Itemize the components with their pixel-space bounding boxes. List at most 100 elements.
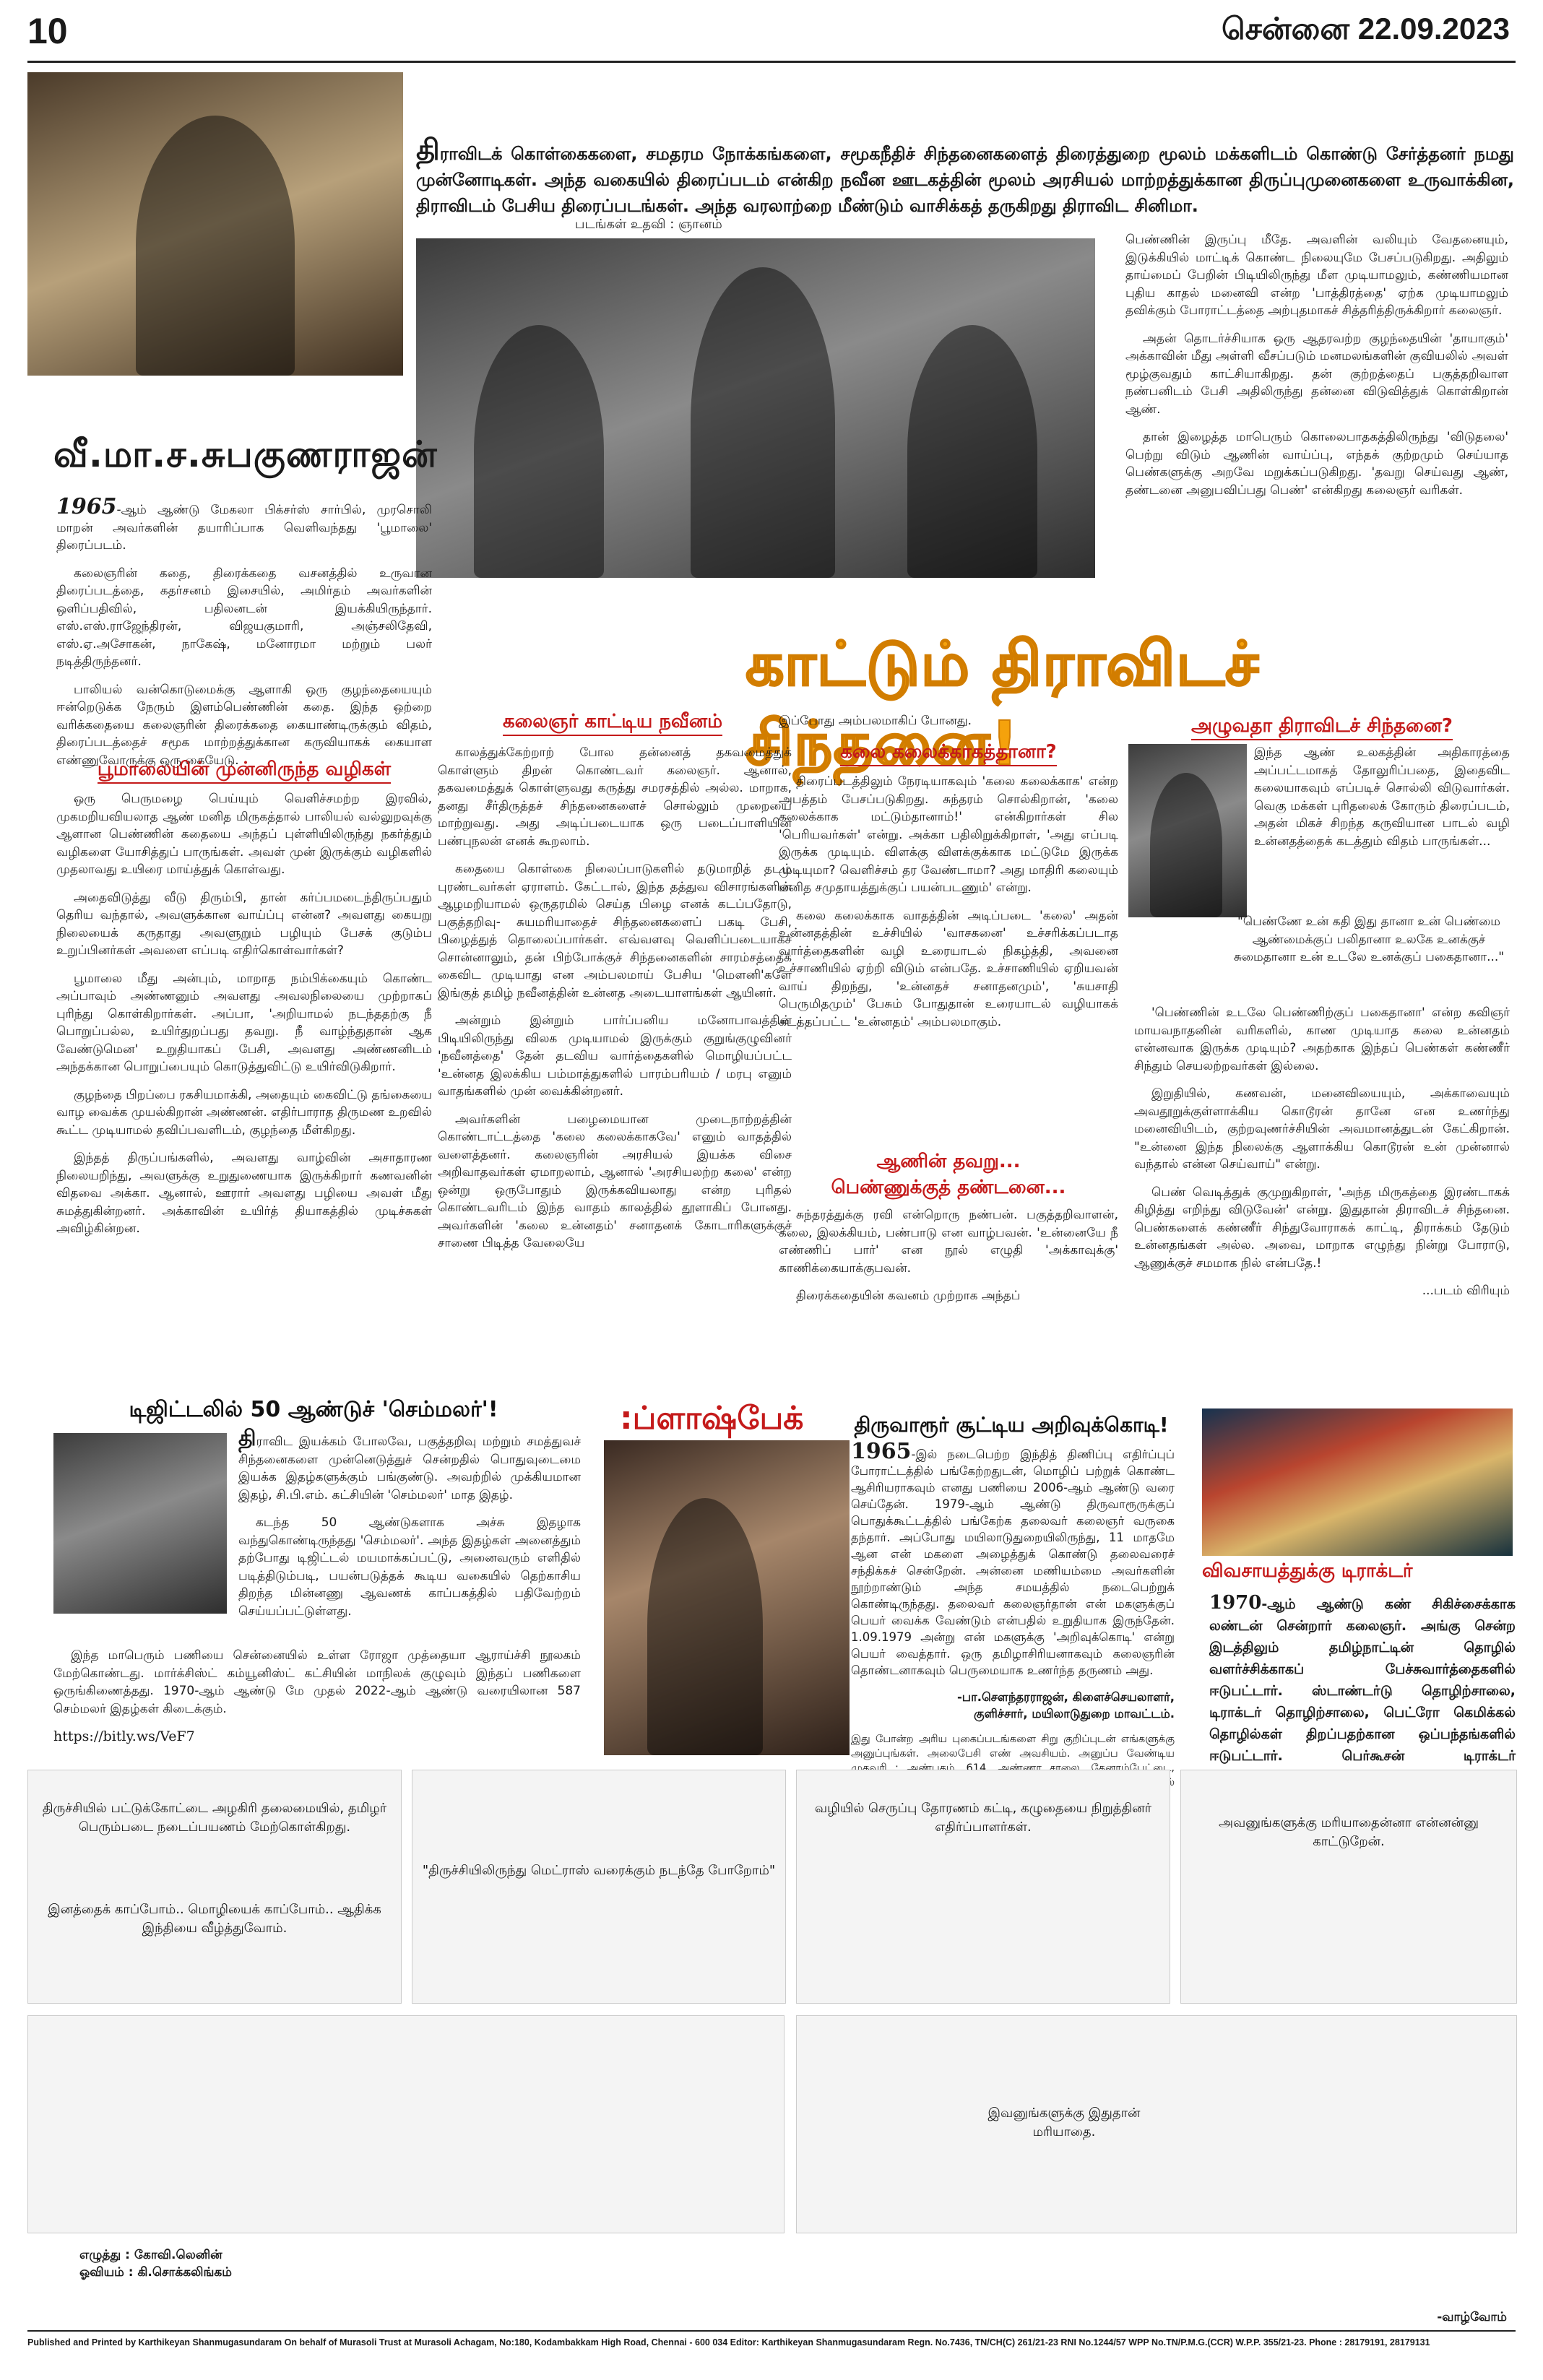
col2-subheading-text: கலைஞர் காட்டிய நவீனம்: [502, 711, 723, 736]
header-rule: [27, 61, 1516, 63]
digital-box-para-2: கடந்த 50 ஆண்டுகளாக அச்சு இதழாக வந்துகொண்…: [238, 1515, 581, 1619]
strip-caption-6: இவனுங்களுக்கு இதுதான் மரியாதை.: [987, 2106, 1141, 2139]
strip-end-credit: -வாழ்வோம்: [1437, 2310, 1507, 2324]
col4-para-1: பெண்ணின் இருப்பு மீதே. அவளின் வலியும் வே…: [1125, 233, 1508, 318]
col3-subheading-text: கலை கலைக்காகத்தானா?: [840, 741, 1057, 766]
thiruvarur-sign-1: -பா.சௌந்தரராஜன், கிளைச்செயலாளர்,: [956, 1690, 1175, 1704]
strip-panel-2: "திருச்சியிலிருந்து மெட்ராஸ் வரைக்கும் ந…: [412, 1770, 786, 2004]
photo-credit: படங்கள் உதவி : ஞானம்: [575, 217, 722, 232]
column-4: பெண்ணின் இருப்பு மீதே. அவளின் வலியும் வே…: [1125, 231, 1508, 509]
column-5-top: இந்த ஆண் உலகத்தின் அதிகாரத்தை அப்பட்டமாக…: [1254, 744, 1510, 860]
thiruvarur-para: 1965-இல் நடைபெற்ற இந்தித் திணிப்பு எதிர்…: [851, 1441, 1175, 1679]
col3-para-2: கலை கலைக்காக வாதத்தின் அடிப்படை 'கலை' அத…: [779, 908, 1118, 1029]
col2-para-2: கதையை கொள்கை நிலைப்பாடுகளில் தடுமாறித் த…: [438, 862, 792, 1000]
col3-para-0: இப்போது அம்பலமாகிப் போனது.: [779, 714, 972, 728]
author-name: வீ.மா.ச.சுபகுணராஜன்: [53, 433, 438, 475]
column-2: காலத்துக்கேற்றாற் போல தன்னைத் தகவமைத்துக…: [438, 744, 792, 1263]
strip-panel-6: இவனுங்களுக்கு இதுதான் மரியாதை.: [796, 2015, 1517, 2233]
strip-caption-3: "திருச்சியிலிருந்து மெட்ராஸ் வரைக்கும் ந…: [422, 1863, 776, 1878]
col5-subheading: அழுவதா திராவிடச் சிந்தனை?: [1134, 715, 1510, 740]
col3-subheading: கலை கலைக்காகத்தானா?: [779, 741, 1118, 766]
flashback-photo: [604, 1440, 850, 1755]
col1-subheading-text: பூமாலையின் முன்னிருந்த வழிகள்: [97, 758, 392, 784]
digital-box-para-1-text: ராவிட இயக்கம் போலவே, பகுத்தறிவு மற்றும் …: [238, 1435, 581, 1502]
col1-para-6: பூமாலை மீது அன்பும், மாறாத நம்பிக்கையும்…: [56, 971, 432, 1075]
column-3-cont: திரைப்படத்திலும் நேரடியாகவும் 'கலை கலைக்…: [779, 773, 1118, 1041]
continued-note: ...படம் விரியும்: [1422, 1284, 1510, 1298]
thiruvarur-sign-2: குளிச்சார், மயிலாடுதுறை மாவட்டம்.: [974, 1707, 1175, 1721]
strip-caption-1: திருச்சியில் பட்டுக்கோட்டை அழகிரி தலைமைய…: [42, 1801, 387, 1835]
flashback-label: :ப்ளாஷ்பேக்: [620, 1400, 804, 1437]
magazine-cover-image: [53, 1433, 227, 1614]
col3-subheading-2b: பெண்ணுக்குத் தண்டனை...: [831, 1177, 1066, 1198]
column-1-cont: ஒரு பெருமழை பெய்யும் வெளிச்சமற்ற இரவில்,…: [56, 790, 432, 1248]
digital-box-lead: தி: [238, 1426, 256, 1451]
artist-credit: ஓவியம் : கி.சொக்கலிங்கம்: [79, 2265, 232, 2280]
strip-panel-4: அவனுங்களுக்கு மரியாதைன்னா என்னன்னு காட்ட…: [1180, 1770, 1517, 2004]
page-date: சென்னை 22.09.2023: [1221, 12, 1510, 46]
footer-rule: [27, 2330, 1516, 2332]
col1-year: 1965: [56, 494, 117, 519]
tractor-box-title: விவசாயத்துக்கு டிராக்டர்: [1202, 1560, 1413, 1582]
song-quote: "பெண்ணே உன் கதி இது தானா உன் பெண்மை ஆண்ம…: [1228, 913, 1510, 977]
col1-para-5: அதைவிடுத்து வீடு திரும்பி, தான் கர்ப்பமட…: [56, 890, 432, 959]
col2-para-3: அன்றும் இன்றும் பார்ப்பனிய மனோபாவத்தின் …: [438, 1013, 792, 1099]
writer-credit: எழுத்து : கோவி.லெனின்: [79, 2248, 222, 2262]
col1-para-3: பாலியல் வன்கொடுமைக்கு ஆளாகி ஒரு குழந்தைய…: [56, 682, 432, 768]
col2-para-4: அவர்களின் பழைமையான முடைநாற்றத்தின் கொண்ட…: [438, 1112, 792, 1251]
col5-para-1: இந்த ஆண் உலகத்தின் அதிகாரத்தை அப்பட்டமாக…: [1254, 745, 1510, 849]
thiruvarur-para-text: -இல் நடைபெற்ற இந்தித் திணிப்பு எதிர்ப்பு…: [851, 1448, 1175, 1677]
tractor-year: 1970: [1209, 1592, 1262, 1614]
song-quote-text: "பெண்ணே உன் கதி இது தானா உன் பெண்மை ஆண்ம…: [1233, 914, 1505, 964]
strip-caption-4: வழியில் செருப்பு தோரணம் கட்டி, கழுதையை ந…: [814, 1801, 1152, 1835]
film-still-small: [1128, 744, 1247, 917]
column-3-cont-2: சுந்தரத்துக்கு ரவி என்றொரு நண்பன். பகுத்…: [779, 1206, 1118, 1315]
strip-panel-5: [27, 2015, 785, 2233]
main-headline: காட்டும் திராவிடச் சிந்தனை!: [745, 628, 1260, 779]
digital-box-para-3: இந்த மாபெரும் பணியை சென்னையில் உள்ள ரோஜா…: [53, 1648, 581, 1716]
strip-caption-2: இனத்தைக் காப்போம்.. மொழியைக் காப்போம்.. …: [48, 1902, 381, 1936]
strip-panel-1: திருச்சியில் பட்டுக்கோட்டை அழகிரி தலைமைய…: [27, 1770, 402, 2004]
column-5: 'பெண்ணின் உடலே பெண்ணிற்குப் பகைதானா' என்…: [1134, 1004, 1510, 1310]
col1-para-7: குழந்தை பிறப்பை ரகசியமாக்கி, அதையும் கைவ…: [56, 1087, 432, 1138]
col1-para-1: 1965-ஆம் ஆண்டு மேகலா பிக்சர்ஸ் சார்பில்,…: [56, 496, 432, 555]
col5-para-4: பெண் வெடித்துக் குமுறுகிறாள், 'அந்த மிரு…: [1134, 1185, 1510, 1271]
film-still-collage: [416, 238, 1095, 578]
intro-text: ராவிடக் கொள்கைகளை, சமதரம நோக்கங்களை, சமூ…: [416, 144, 1514, 216]
col5-subheading-text: அழுவதா திராவிடச் சிந்தனை?: [1190, 715, 1453, 740]
strip-panel-3: வழியில் செருப்பு தோரணம் கட்டி, கழுதையை ந…: [796, 1770, 1170, 2004]
thiruvarur-box-body: 1965-இல் நடைபெற்ற இந்தித் திணிப்பு எதிர்…: [851, 1441, 1175, 1814]
digital-box-link: https://bitly.ws/VeF7: [53, 1728, 195, 1744]
intro-lead: தி: [416, 134, 440, 167]
thiruvarur-year: 1965: [851, 1439, 912, 1464]
col3-subheading-2: ஆணின் தவறு... பெண்ணுக்குத் தண்டனை...: [779, 1148, 1118, 1200]
portrait-photo: [27, 72, 403, 376]
column-1: 1965-ஆம் ஆண்டு மேகலா பிக்சர்ஸ் சார்பில்,…: [56, 496, 432, 779]
col1-para-8: இந்தத் திருப்பங்களில், அவளது வாழ்வின் அச…: [56, 1151, 432, 1236]
digital-box-title: டிஜிட்டலில் 50 ஆண்டுச் 'செம்மலர்'!: [129, 1397, 498, 1422]
col1-para-2: கலைஞரின் கதை, திரைக்கதை வசனத்தில் உருவான…: [56, 566, 432, 670]
tractor-photo: [1202, 1408, 1513, 1556]
digital-box-body: திராவிட இயக்கம் போலவே, பகுத்தறிவு மற்றும…: [238, 1428, 581, 1630]
col3-subheading-2a: ஆணின் தவறு...: [876, 1151, 1021, 1172]
col3-para-4: திரைக்கதையின் கவனம் முற்றாக அந்தப்: [796, 1289, 1021, 1303]
col5-para-3: இறுதியில், கணவன், மனைவியையும், அக்காவையு…: [1134, 1086, 1510, 1172]
page-number: 10: [27, 11, 68, 51]
imprint-footer: Published and Printed by Karthikeyan Sha…: [27, 2337, 1430, 2347]
thiruvarur-box-title: திருவாரூர் சூட்டிய அறிவுக்கொடி!: [854, 1413, 1169, 1437]
strip-caption-5: அவனுங்களுக்கு மரியாதைன்னா என்னன்னு காட்ட…: [1218, 1815, 1479, 1849]
column-3: இப்போது அம்பலமாகிப் போனது.: [779, 712, 1118, 740]
col4-para-3: தான் இழைத்த மாபெரும் கொலைபாதகத்திலிருந்த…: [1125, 430, 1508, 498]
digital-box-para-1: திராவிட இயக்கம் போலவே, பகுத்தறிவு மற்றும…: [238, 1428, 581, 1504]
col1-para-1-text: -ஆம் ஆண்டு மேகலா பிக்சர்ஸ் சார்பில், முர…: [56, 503, 432, 553]
col2-para-1: காலத்துக்கேற்றாற் போல தன்னைத் தகவமைத்துக…: [438, 745, 792, 849]
col5-para-2: 'பெண்ணின் உடலே பெண்ணிற்குப் பகைதானா' என்…: [1134, 1005, 1510, 1073]
col3-para-1: திரைப்படத்திலும் நேரடியாகவும் 'கலை கலைக்…: [779, 774, 1118, 895]
digital-box-body-2: இந்த மாபெரும் பணியை சென்னையில் உள்ள ரோஜா…: [53, 1647, 581, 1756]
col3-para-3: சுந்தரத்துக்கு ரவி என்றொரு நண்பன். பகுத்…: [779, 1208, 1118, 1276]
col1-para-4: ஒரு பெருமழை பெய்யும் வெளிச்சமற்ற இரவில்,…: [56, 792, 432, 877]
col4-para-2: அதன் தொடர்ச்சியாக ஒரு ஆதரவற்ற குழந்தையின…: [1125, 331, 1508, 417]
strip-credits: எழுத்து : கோவி.லெனின் ஓவியம் : கி.சொக்கல…: [79, 2246, 232, 2281]
col2-subheading: கலைஞர் காட்டிய நவீனம்: [432, 711, 793, 736]
